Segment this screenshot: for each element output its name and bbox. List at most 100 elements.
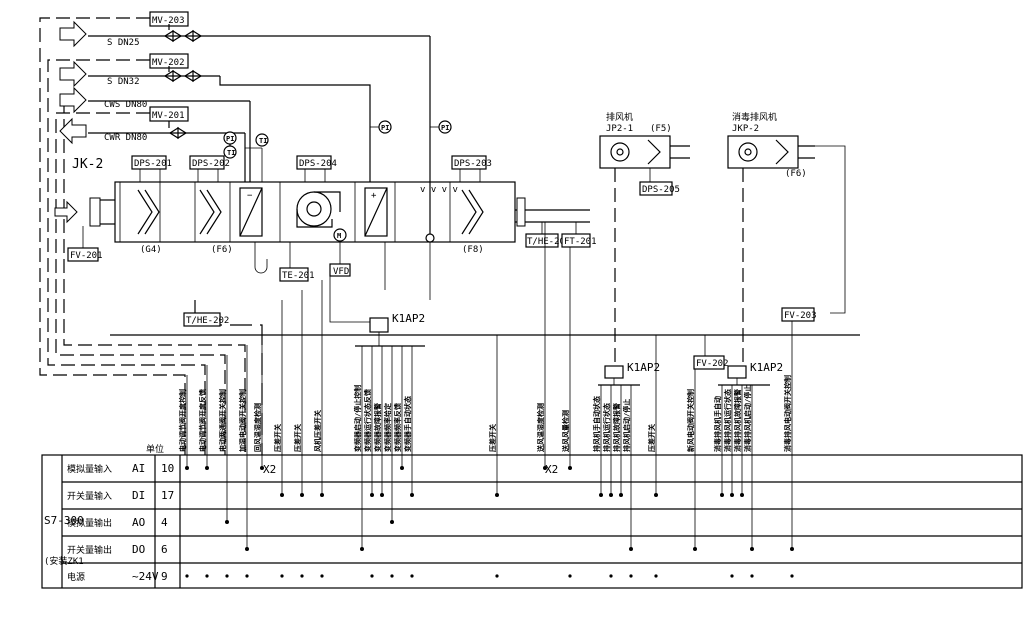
power-dot — [370, 574, 374, 578]
filter-g4: (G4) — [140, 245, 162, 255]
vfd-label: VFD — [333, 267, 349, 277]
plc-row-count: 9 — [161, 570, 168, 583]
plc-row-code: AI — [132, 462, 145, 475]
signal-label: 送风温湿度检测 — [536, 403, 545, 453]
plc-row-count: 6 — [161, 543, 168, 556]
ft-201-label: FT-201 — [564, 237, 597, 247]
power-dot — [245, 574, 249, 578]
plc-unit-header: 单位 — [146, 443, 164, 455]
signal-labels: 电动调节阀开度控制电动调节阀开度反馈电动两通阀开关控制加湿电动阀开关控制回风温湿… — [178, 375, 792, 453]
plc-row-code: ~24V — [132, 570, 159, 583]
svg-text:+: + — [371, 191, 377, 201]
terminal-dot — [495, 493, 499, 497]
dps-205-label: DPS-205 — [642, 185, 680, 195]
signal-label: 送风风量检测 — [561, 410, 570, 453]
signal-label: 电动两通阀开关控制 — [218, 389, 227, 452]
pi-gauge-1: PI — [226, 135, 234, 143]
terminal-dot — [300, 493, 304, 497]
plc-row-code: DO — [132, 543, 145, 556]
te-201 — [279, 267, 309, 282]
t-he-202-label: T/HE-202 — [186, 316, 229, 326]
pipe-label-cwr: CWR DN80 — [104, 133, 147, 143]
dps-204 — [296, 155, 332, 170]
signal-label: 变频器启动/停止控制 — [353, 385, 362, 452]
signal-label: 变频器故障报警 — [373, 403, 382, 452]
pipe-arrows — [59, 20, 87, 145]
dps-201-label: DPS-201 — [134, 159, 172, 169]
signal-label: 压差开关 — [647, 424, 656, 452]
terminal-dot — [360, 547, 364, 551]
condensate-trap — [254, 242, 268, 274]
k1ap2-main-label: K1AP2 — [392, 312, 425, 325]
fv-201-label: FV-201 — [70, 251, 103, 261]
exhaust-fan-1-code: JP2-1 — [606, 124, 633, 134]
motor-symbol: M — [337, 232, 341, 240]
pipe-label-s-dn25: S DN25 — [107, 38, 140, 48]
valve-symbols — [163, 24, 203, 140]
signal-label: 风机压差开关 — [313, 410, 322, 452]
plc-row-count: 10 — [161, 462, 174, 475]
signal-label: 排风机运行状态 — [602, 403, 611, 452]
terminal-dot — [410, 493, 414, 497]
terminal-dot — [750, 547, 754, 551]
terminal-dot — [390, 520, 394, 524]
signal-label: 回风温湿度检测 — [253, 403, 262, 452]
signal-label: 电动调节阀开度反馈 — [198, 389, 207, 452]
terminal-dot — [730, 493, 734, 497]
signal-label: 压差开关 — [293, 424, 302, 452]
t-he-202 — [183, 312, 221, 327]
exhaust-fan-1-title: 排风机 — [606, 111, 633, 123]
plc-row-count: 17 — [161, 489, 174, 502]
terminal-dot — [740, 493, 744, 497]
terminal-dot — [609, 493, 613, 497]
k1ap2-ef2 — [727, 365, 747, 379]
plc-row-code: AO — [132, 516, 145, 529]
signal-label: 消毒排风机故障报警 — [733, 389, 742, 452]
terminal-dot — [370, 493, 374, 497]
signal-label: 变频器频率给定 — [383, 403, 392, 452]
k1ap2-ef2-label: K1AP2 — [750, 361, 783, 374]
dps-205 — [639, 181, 673, 196]
terminal-dot — [380, 493, 384, 497]
power-dot — [410, 574, 414, 578]
signal-label: 变频器频率反馈 — [393, 403, 402, 452]
power-dot — [750, 574, 754, 578]
signal-label: 排风机启动/停止 — [622, 399, 631, 452]
te-201-label: TE-201 — [282, 271, 315, 281]
dps-201 — [131, 155, 167, 170]
terminal-dot — [619, 493, 623, 497]
terminal-dot — [654, 493, 658, 497]
plc-row-code: DI — [132, 489, 145, 502]
signal-label: 消毒排风机启动/停止 — [743, 385, 752, 452]
plc-row-label: 开关量输出 — [67, 544, 112, 556]
ti-gauge-1: TI — [227, 149, 235, 157]
unit-title: JK-2 — [72, 157, 103, 172]
power-dot — [730, 574, 734, 578]
k1ap2-ef1-label: K1AP2 — [627, 361, 660, 374]
power-dot — [205, 574, 209, 578]
power-dot — [300, 574, 304, 578]
instruments: PI TI TI PI PI M — [223, 120, 452, 242]
dps-202 — [189, 155, 225, 170]
exhaust-fan-2-filter: (F6) — [785, 169, 807, 179]
terminal-dot — [320, 493, 324, 497]
signal-label: 加湿电动阀开关控制 — [238, 389, 247, 453]
power-dot — [568, 574, 572, 578]
valve-mv203-label: MV-203 — [152, 16, 185, 26]
x2-marker-1: X2 — [263, 463, 276, 476]
terminal-dot — [543, 466, 547, 470]
filter-f6: (F6) — [211, 245, 233, 255]
terminal-dot — [693, 547, 697, 551]
pipe-label-cws: CWS DN80 — [104, 100, 147, 110]
plc-row-count: 4 — [161, 516, 168, 529]
power-dot — [609, 574, 613, 578]
valve-mv202-label: MV-202 — [152, 58, 185, 68]
signal-label: 消毒排风机手自动 — [713, 396, 722, 452]
power-dot — [790, 574, 794, 578]
signal-label: 消毒排风电动阀开关控制 — [783, 375, 792, 452]
power-dot — [495, 574, 499, 578]
exhaust-fan-1-filter: (F5) — [650, 124, 672, 134]
x2-marker-2: X2 — [545, 463, 558, 476]
k1ap2-ef1 — [604, 365, 624, 379]
